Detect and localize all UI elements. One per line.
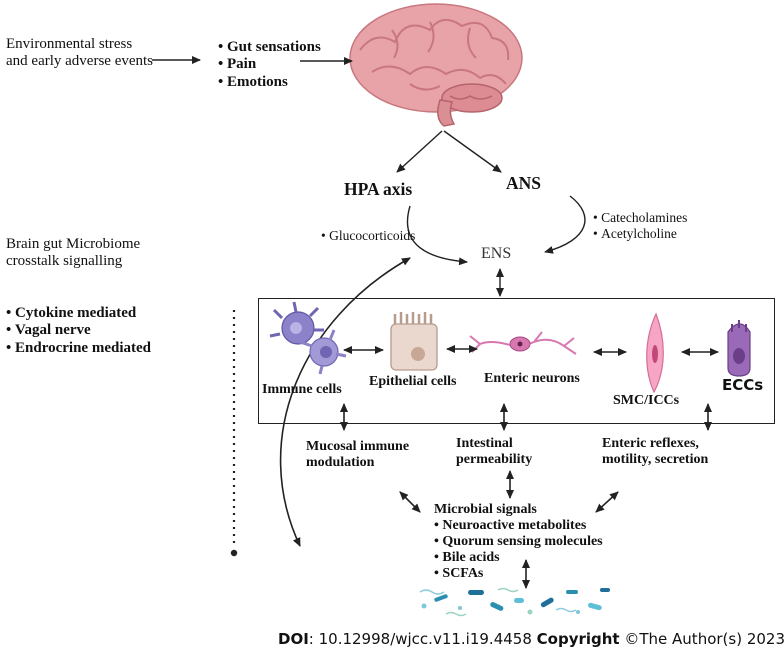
crosstalk-routes-list: Cytokine mediated Vagal nerve Endrocrine… (6, 305, 151, 357)
crosstalk-title: Brain gut Microbiome crosstalk signallin… (6, 236, 141, 270)
arrow-hpa-to-ens (406, 205, 468, 266)
glucocorticoids-list: Glucocorticoids (321, 228, 415, 244)
brain-illustration (349, 3, 523, 127)
environmental-stress-label: Environmental stress and early adverse e… (6, 36, 154, 70)
microbial-signal-item: Bile acids (434, 550, 603, 566)
intestinal-permeability-label: Intestinal permeability (456, 436, 533, 468)
ens-label: ENS (481, 245, 512, 262)
sensations-list: Gut sensations Pain Emotions (218, 39, 321, 91)
doi-value: : 10.12998/wjcc.v11.i19.4458 (308, 630, 537, 648)
ans-outputs-list: Catecholamines Acetylcholine (593, 210, 687, 241)
epithelial-cells-label: Epithelial cells (369, 374, 457, 389)
arrow-brain-to-hpa (396, 130, 443, 173)
ans-output-item: Catecholamines (593, 210, 687, 226)
arrow-ans-to-ens (544, 195, 586, 254)
microbial-signals-list: Neuroactive metabolites Quorum sensing m… (434, 518, 603, 582)
copyright-value: ©The Author(s) 2023. (619, 630, 784, 648)
copyright-label: Copyright (536, 630, 620, 648)
ecc-illustration (727, 320, 751, 377)
microbiota-illustration (419, 587, 610, 617)
arrow-microbiome-brain-crosstalk (279, 257, 411, 547)
gut-cells-box (258, 298, 775, 424)
arrow-brain-to-ans (443, 130, 502, 173)
arrow-mucosal-signals (399, 491, 421, 513)
ans-output-item: Acetylcholine (593, 226, 687, 242)
immune-cells-illustration (269, 301, 347, 375)
ans-label: ANS (506, 173, 542, 193)
crosstalk-route-item: Endrocrine mediated (6, 340, 151, 357)
doi-label: DOI (278, 630, 309, 648)
microbial-signals-title: Microbial signals (434, 502, 537, 517)
smc-iccs-label: SMC/ICCs (613, 393, 680, 408)
enteric-neurons-label: Enteric neurons (484, 371, 580, 386)
doi-footer: DOI: 10.12998/wjcc.v11.i19.4458 Copyrigh… (278, 630, 784, 648)
crosstalk-route-item: Cytokine mediated (6, 305, 151, 322)
microbial-signal-item: Neuroactive metabolites (434, 518, 603, 534)
sensation-item: Pain (218, 56, 321, 73)
enteric-reflexes-label: Enteric reflexes, motility, secretion (602, 436, 709, 468)
epithelial-cell-illustration (390, 312, 438, 371)
immune-cells-label: Immune cells (262, 382, 342, 397)
mucosal-modulation-label: Mucosal immune modulation (306, 439, 410, 471)
sensation-item: Gut sensations (218, 39, 321, 56)
smc-illustration (646, 312, 664, 394)
crosstalk-route-item: Vagal nerve (6, 322, 151, 339)
microbial-signal-item: SCFAs (434, 566, 603, 582)
eccs-label: ECCs (722, 376, 764, 394)
hpa-axis-label: HPA axis (344, 179, 413, 199)
sensation-item: Emotions (218, 74, 321, 91)
arrow-reflexes-signals (595, 491, 619, 513)
glucocorticoids-item: Glucocorticoids (321, 228, 415, 244)
dotted-line-end (230, 549, 238, 557)
microbial-signal-item: Quorum sensing molecules (434, 534, 602, 550)
